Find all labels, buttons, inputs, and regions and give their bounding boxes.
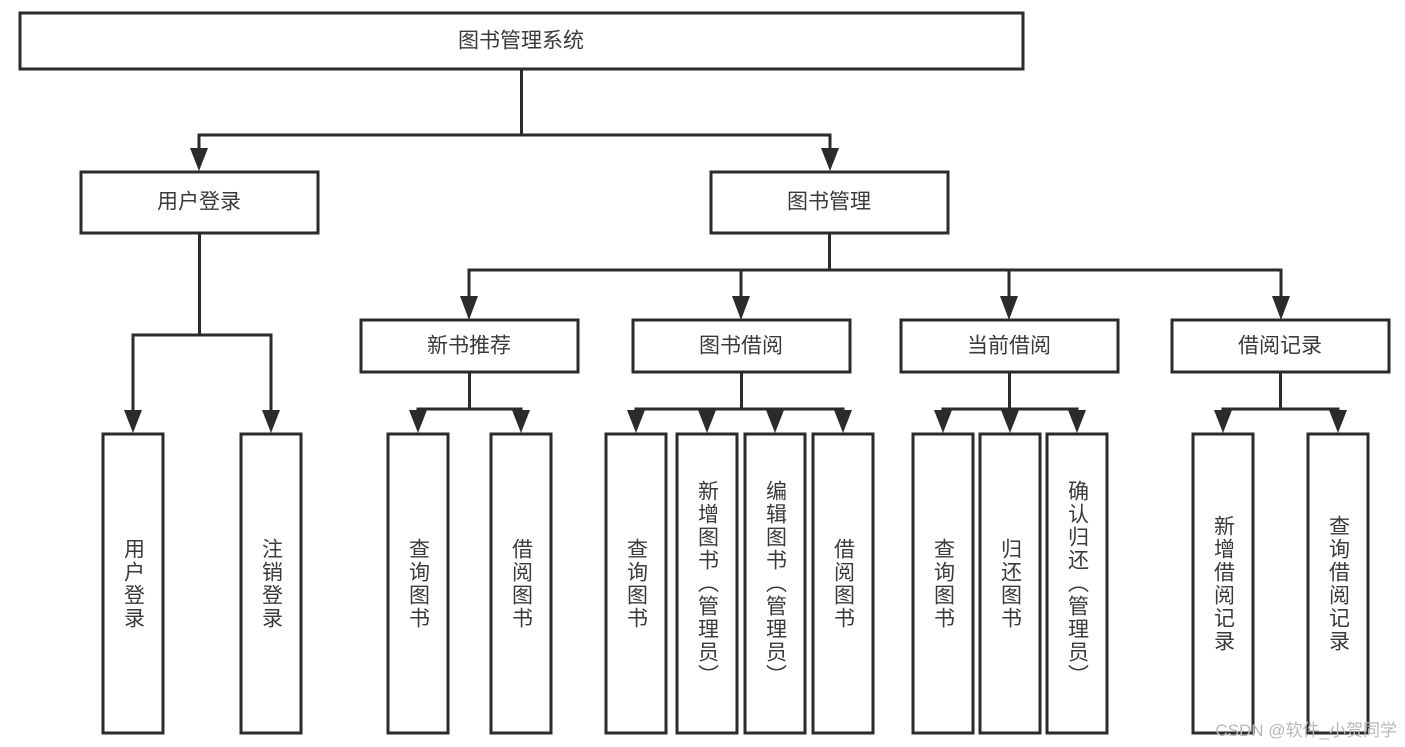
arrowhead-cb-1 [934, 410, 952, 433]
leaf-box-nb-2[interactable] [489, 432, 553, 735]
node-new-book-recommend[interactable] [359, 318, 580, 374]
node-borrow-record[interactable] [1170, 318, 1391, 374]
level2-label-0: 新书推荐 [427, 335, 511, 358]
node-current-borrow[interactable] [899, 318, 1120, 374]
leaf-box-bb-4[interactable] [811, 432, 875, 735]
leaf-box-br-2[interactable] [1306, 432, 1370, 735]
arrowhead-br-1 [1214, 410, 1232, 433]
watermark-text: CSDN @软件_小贺同学 [1215, 721, 1397, 740]
connector-group-bookborrow-to-leaves [627, 370, 852, 433]
leaf-box-ul-2[interactable] [239, 432, 303, 735]
node-root-book-management-system[interactable] [18, 11, 1025, 71]
arrowhead-ul-2 [262, 410, 280, 433]
arrowhead-book-manage [821, 148, 839, 171]
level2-label-1: 图书借阅 [699, 335, 783, 358]
book-borrow-box[interactable] [631, 318, 852, 374]
level1-label-0: 用户登录 [157, 191, 241, 214]
leaf-box-nb-1[interactable] [386, 432, 450, 735]
book-management-box[interactable] [709, 170, 950, 235]
node-book-borrow[interactable] [631, 318, 852, 374]
leaf-box-cb-3[interactable] [1045, 432, 1109, 735]
leaf-box-br-1[interactable] [1191, 432, 1255, 735]
connector-group-userlogin-to-leaves [124, 231, 280, 433]
leaf-box-cb-1[interactable] [911, 432, 975, 735]
root-box[interactable] [18, 11, 1025, 71]
arrowhead-bb-2 [698, 410, 716, 433]
arrowhead-cb-3 [1068, 410, 1086, 433]
arrowhead-l2-1 [460, 296, 478, 320]
arrowhead-nb-1 [409, 410, 427, 433]
arrowhead-bb-1 [627, 410, 645, 433]
arrowhead-l2-2 [732, 296, 750, 320]
connector-group-bookmanage-to-level2 [460, 231, 1290, 320]
arrowhead-bb-4 [834, 410, 852, 433]
arrowhead-ul-1 [124, 410, 142, 433]
new-book-recommend-box[interactable] [359, 318, 580, 374]
arrowhead-user-login [190, 148, 208, 171]
leaf-box-bb-2[interactable] [675, 432, 739, 735]
level2-label-2: 当前借阅 [967, 335, 1051, 358]
node-book-management[interactable] [709, 170, 950, 235]
leaf-box-bb-1[interactable] [604, 432, 668, 735]
arrowhead-br-2 [1329, 410, 1347, 433]
leaf-box-cb-2[interactable] [978, 432, 1042, 735]
current-borrow-box[interactable] [899, 318, 1120, 374]
connector-group-newbook-to-leaves [409, 370, 530, 433]
leaf-box-ul-1[interactable] [101, 432, 165, 735]
arrowhead-l2-4 [1272, 296, 1290, 320]
root-label: 图书管理系统 [458, 30, 584, 53]
arrowhead-nb-2 [512, 410, 530, 433]
leaf-box-bb-3[interactable] [743, 432, 807, 735]
connector-group-borrowrecord-to-leaves [1214, 370, 1347, 433]
arrowhead-l2-3 [1000, 296, 1018, 320]
connector-group-root-to-level1 [190, 67, 839, 171]
borrow-record-box[interactable] [1170, 318, 1391, 374]
arrowhead-cb-2 [1001, 410, 1019, 433]
arrowhead-bb-3 [766, 410, 784, 433]
level1-label-1: 图书管理 [787, 191, 871, 214]
level2-label-3: 借阅记录 [1238, 335, 1322, 358]
connector-group-currentborrow-to-leaves [934, 370, 1086, 433]
